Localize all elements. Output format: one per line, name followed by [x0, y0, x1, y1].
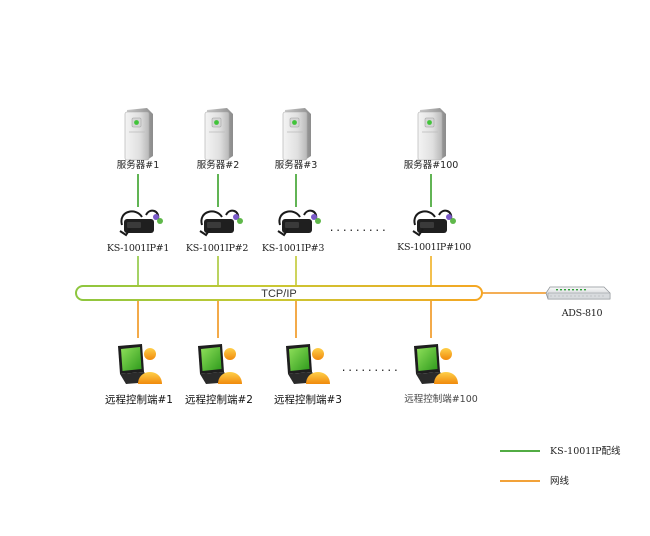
laptop-user-icon	[118, 344, 162, 384]
legend-label: 网线	[550, 475, 570, 487]
kvm-module-icon	[119, 209, 163, 237]
ks-label: KS-1001IP#2	[186, 243, 248, 254]
laptop-user-icon	[286, 344, 330, 384]
client-label: 远程控制端#3	[274, 393, 342, 406]
laptop-user-icon	[414, 344, 458, 384]
bus-label: TCP/IP	[261, 288, 296, 300]
server-label: 服务器#3	[275, 159, 318, 171]
legend: KS-1001IP配线 网线	[500, 445, 621, 487]
ks-module-100	[412, 209, 456, 237]
network-switch-icon	[545, 286, 611, 300]
ks-module-2	[199, 209, 243, 237]
kvm-module-icon	[412, 209, 456, 237]
client-ellipsis: .........	[341, 363, 400, 374]
client-label: 远程控制端#2	[185, 393, 253, 406]
server-icon	[282, 108, 311, 161]
server-icon	[204, 108, 233, 161]
ks-label: KS-1001IP#100	[397, 242, 471, 253]
legend-label: KS-1001IP配线	[550, 445, 621, 457]
server-ks-links	[137, 174, 432, 207]
laptop-user-icon	[198, 344, 242, 384]
server-label: 服务器#100	[404, 159, 459, 171]
kvm-module-icon	[199, 209, 243, 237]
module-ellipsis: .........	[329, 223, 388, 234]
legend-item-network-cable: 网线	[500, 475, 570, 487]
client-3	[286, 344, 330, 384]
bus-client-links	[137, 300, 432, 338]
server-label: 服务器#1	[117, 159, 160, 171]
server-2	[204, 108, 233, 161]
ks-module-3	[277, 209, 321, 237]
client-label: 远程控制端#1	[105, 393, 173, 406]
ks-module-1	[119, 209, 163, 237]
kvm-module-icon	[277, 209, 321, 237]
server-icon	[124, 108, 153, 161]
client-2	[198, 344, 242, 384]
client-100	[414, 344, 458, 384]
server-100	[417, 108, 446, 161]
ads-label: ADS-810	[561, 308, 603, 319]
client-1	[118, 344, 162, 384]
server-1	[124, 108, 153, 161]
server-3	[282, 108, 311, 161]
client-label: 远程控制端#100	[404, 393, 478, 405]
tcpip-bus: TCP/IP	[75, 285, 483, 301]
server-label: 服务器#2	[197, 159, 240, 171]
ks-label: KS-1001IP#3	[262, 243, 324, 254]
ks-bus-links	[137, 256, 432, 286]
ks-label: KS-1001IP#1	[107, 243, 169, 254]
server-icon	[417, 108, 446, 161]
ads-switch	[545, 286, 611, 300]
legend-item-ks-cable: KS-1001IP配线	[500, 445, 621, 457]
